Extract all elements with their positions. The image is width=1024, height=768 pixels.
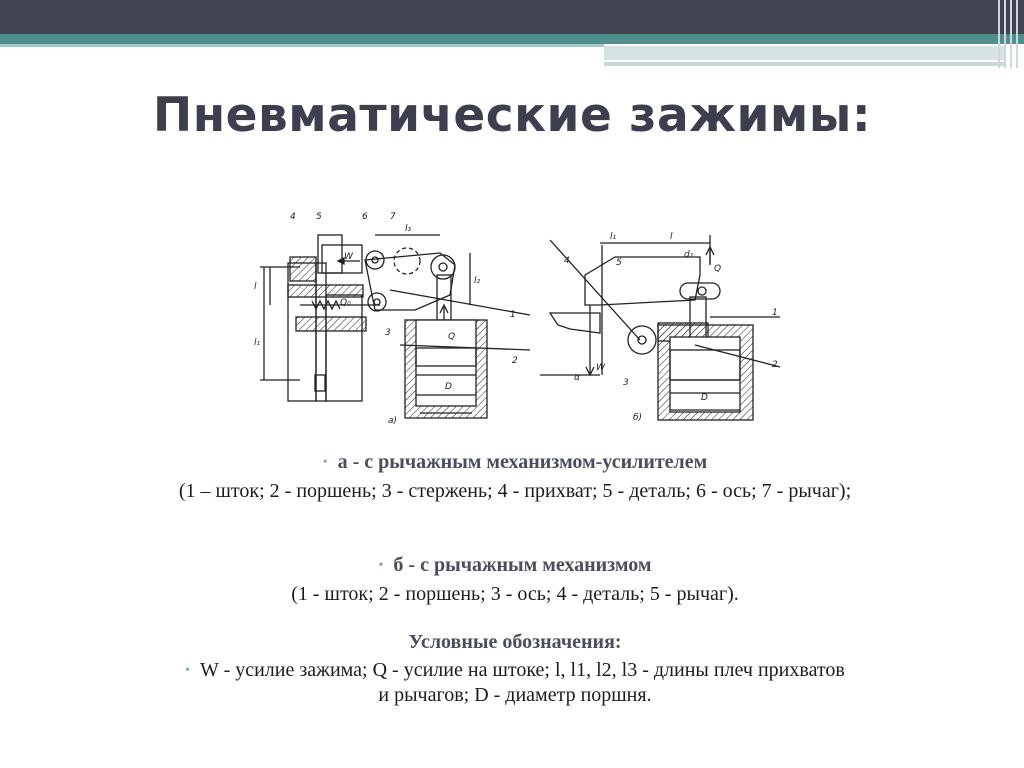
legend: Условные обозначения: • W - усилие зажима…	[130, 631, 900, 706]
svg-text:l: l	[670, 232, 673, 242]
slide-title: Пневматические зажимы:	[152, 88, 872, 143]
clamp-diagram: 4 5 6 7 W l₂ l Q₀ l₁ 3 1 Q 2 D а) l₃	[254, 212, 781, 426]
legend-heading: Условные обозначения:	[408, 631, 622, 653]
svg-text:l₃: l₃	[405, 224, 412, 234]
diagram-b-labels: l₁ l 4 5 d₁ Q 1 α W 3 2 D б)	[564, 232, 778, 423]
decor-vertical-lines	[996, 0, 1024, 68]
header-stripe	[0, 34, 1024, 44]
bullet-icon: •	[185, 663, 191, 678]
header-stripe-light-2	[604, 62, 1004, 66]
svg-text:4: 4	[564, 256, 570, 266]
svg-text:3: 3	[385, 328, 391, 338]
svg-text:2: 2	[772, 360, 778, 370]
svg-text:W: W	[596, 363, 606, 373]
item-a-detail: (1 – шток; 2 - поршень; 3 - стержень; 4 …	[178, 480, 852, 502]
diagram-a	[260, 234, 531, 419]
item-b-heading: б - с рычажным механизмом	[393, 554, 652, 576]
svg-text:1: 1	[510, 310, 516, 320]
header-stripe-light	[604, 46, 1004, 60]
svg-text:5: 5	[316, 212, 322, 222]
diagram-a-labels: 4 5 6 7 W l₂ l Q₀ l₁ 3 1 Q 2 D а) l₃	[254, 212, 518, 426]
svg-text:l₁: l₁	[610, 232, 617, 242]
legend-text: W - усилие зажима; Q - усилие на штоке; …	[200, 659, 845, 706]
svg-text:D: D	[701, 393, 708, 403]
svg-text:W: W	[344, 252, 354, 262]
svg-text:б): б)	[633, 413, 642, 423]
svg-text:а): а)	[388, 416, 397, 426]
svg-text:α: α	[574, 373, 580, 383]
svg-text:7: 7	[390, 212, 396, 222]
item-a-heading: а - с рычажным механизмом-усилителем	[337, 451, 708, 473]
item-b: • б - с рычажным механизмом (1 - шток; 2 …	[130, 554, 900, 605]
svg-text:Q: Q	[714, 264, 721, 274]
svg-text:5: 5	[616, 258, 622, 268]
bullet-icon: •	[378, 558, 384, 573]
svg-text:d₁: d₁	[684, 250, 694, 260]
bullet-icon: •	[322, 455, 328, 470]
svg-text:l₂: l₂	[474, 276, 481, 286]
header-bar	[0, 0, 1024, 34]
svg-text:D: D	[445, 382, 452, 392]
svg-text:3: 3	[623, 378, 629, 388]
svg-text:Q: Q	[448, 332, 455, 342]
diagram-b	[540, 235, 781, 421]
item-b-detail: (1 - шток; 2 - поршень; 3 - ось; 4 - дет…	[291, 583, 739, 605]
svg-text:2: 2	[512, 356, 518, 366]
svg-text:Q₀: Q₀	[340, 298, 351, 308]
item-a: • а - с рычажным механизмом-усилителем (1…	[130, 451, 900, 502]
svg-text:6: 6	[362, 212, 368, 222]
svg-text:l: l	[254, 282, 257, 292]
svg-text:4: 4	[290, 212, 296, 222]
svg-text:1: 1	[772, 308, 778, 318]
svg-text:l₁: l₁	[254, 338, 261, 348]
header-stripe-thin	[0, 44, 604, 47]
